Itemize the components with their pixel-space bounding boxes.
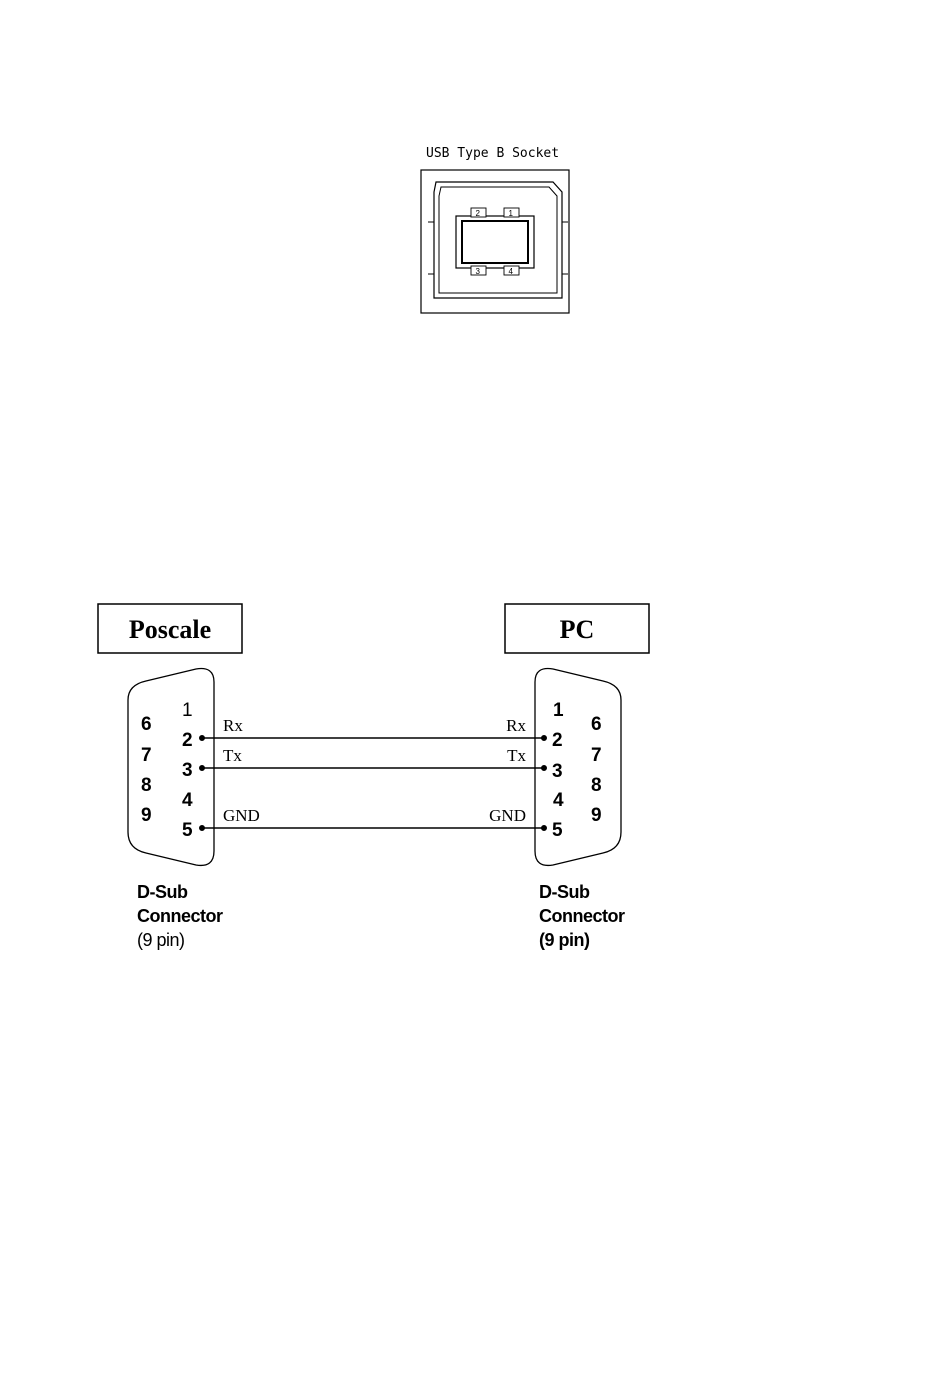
left-caption-line3: (9 pin) — [137, 930, 185, 950]
right-rx-label: Rx — [506, 716, 526, 735]
right-tx-label: Tx — [507, 746, 526, 765]
usb-socket-inner — [439, 187, 557, 293]
left-pin-9: 9 — [141, 805, 152, 826]
usb-pin-label: 4 — [509, 267, 514, 276]
usb-pin-label: 1 — [509, 209, 514, 218]
right-dsub-outline — [535, 669, 621, 866]
left-pin-8: 8 — [141, 775, 152, 796]
right-pin-1: 1 — [553, 700, 564, 721]
left-caption-line1: D-Sub — [137, 882, 188, 902]
usb-tongue-inner — [462, 221, 528, 263]
usb-title: USB Type B Socket — [426, 146, 559, 161]
right-pin-9: 9 — [591, 805, 602, 826]
poscale-label: Poscale — [129, 615, 211, 644]
usb-pin-label: 3 — [476, 267, 481, 276]
right-pin-4: 4 — [553, 790, 564, 811]
left-pin-6: 6 — [141, 714, 152, 735]
left-rx-label: Rx — [223, 716, 243, 735]
right-pin-8: 8 — [591, 775, 602, 796]
right-caption-line2: Connector — [539, 906, 625, 926]
right-pin-7: 7 — [591, 745, 602, 766]
wire-tx-right-dot — [542, 766, 546, 770]
right-gnd-label: GND — [489, 806, 526, 825]
left-pin-1: 1 — [182, 700, 193, 721]
pc-label: PC — [560, 615, 595, 644]
usb-socket-figure: USB Type B Socket 2 1 3 4 — [421, 146, 569, 313]
wire-rx-right-dot — [542, 736, 546, 740]
right-pin-6: 6 — [591, 714, 602, 735]
left-pin-4: 4 — [182, 790, 193, 811]
usb-pin-label: 2 — [476, 209, 481, 218]
right-pin-3: 3 — [552, 761, 563, 782]
usb-outer-frame — [421, 170, 569, 313]
wire-gnd-right-dot — [542, 826, 546, 830]
left-pin-2: 2 — [182, 730, 193, 751]
right-caption-line1: D-Sub — [539, 882, 590, 902]
usb-socket-body — [434, 182, 562, 298]
left-caption-line2: Connector — [137, 906, 223, 926]
left-pin-5: 5 — [182, 820, 193, 841]
left-gnd-label: GND — [223, 806, 260, 825]
wire-gnd-left-dot — [200, 826, 204, 830]
right-pin-2: 2 — [552, 730, 563, 751]
wire-tx-left-dot — [200, 766, 204, 770]
right-pin-5: 5 — [552, 820, 563, 841]
right-caption-line3: (9 pin) — [539, 930, 590, 950]
usb-tongue-outer — [456, 216, 534, 268]
left-pin-7: 7 — [141, 745, 152, 766]
wire-rx-left-dot — [200, 736, 204, 740]
left-tx-label: Tx — [223, 746, 242, 765]
left-pin-3: 3 — [182, 760, 193, 781]
